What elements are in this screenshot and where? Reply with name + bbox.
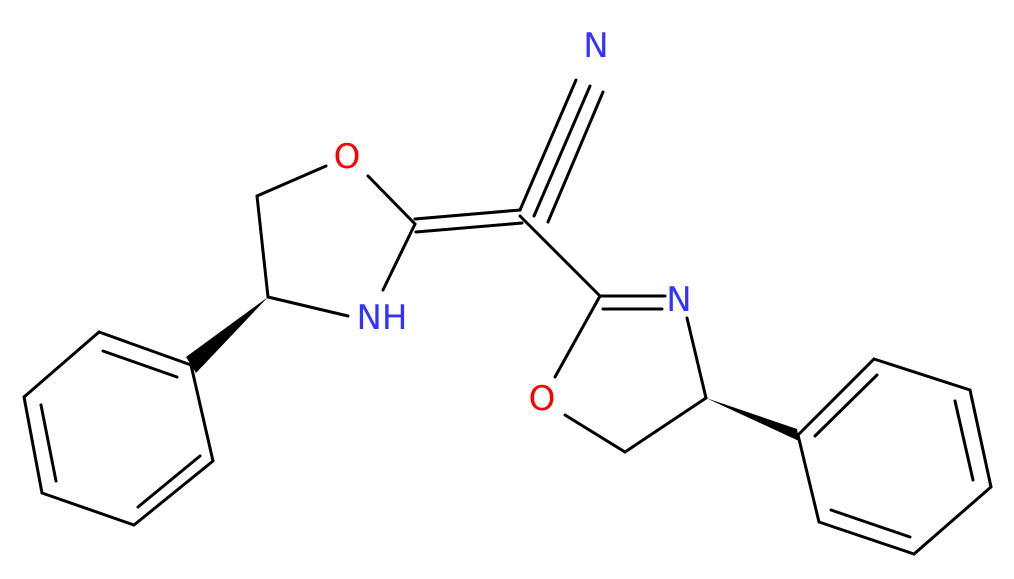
left-phenyl-bond-4 [40, 491, 136, 527]
right-ring-oxygen-label: O [529, 379, 556, 419]
right-ring-c4-c5-bond [623, 396, 708, 454]
right-ring-o-c2-bond [553, 294, 602, 379]
right-phenyl-inner-bond-1 [813, 373, 879, 438]
left-ring-c5-o-bond [255, 164, 328, 198]
center-to-right-ring-bond [518, 214, 602, 298]
left-ring-c2-nh-bond [381, 222, 417, 292]
left-phenyl-bond-6 [189, 363, 215, 463]
right-phenyl-bond-4 [912, 485, 993, 556]
left-ring-nh-label: NH [357, 298, 408, 338]
right-ring-c5-o-bond [563, 413, 627, 454]
right-phenyl-bond-1 [796, 357, 876, 437]
left-stereo-wedge-bond [186, 297, 268, 373]
atom-labels: N O NH N O [334, 26, 692, 419]
left-phenyl-inner-bond-3 [136, 454, 202, 509]
nitrile-triple-bond-1 [518, 78, 578, 212]
right-phenyl-bond-6 [796, 433, 821, 524]
nitrile-triple-bond-3 [546, 90, 605, 224]
nitrile-nitrogen-label: N [583, 26, 608, 66]
exocyclic-double-bond-2 [414, 221, 524, 234]
left-phenyl-bond-2 [22, 330, 101, 399]
bonds [22, 78, 993, 556]
right-phenyl-bond-2 [872, 357, 972, 392]
right-phenyl-inner-bond-2 [953, 399, 975, 482]
exocyclic-double-bond-1 [413, 208, 522, 221]
left-ring-c4-c5-bond [255, 194, 270, 299]
right-ring-nitrogen-label: N [666, 280, 691, 320]
left-phenyl-inner-bond-2 [39, 403, 58, 483]
left-phenyl-bond-5 [132, 459, 215, 527]
right-phenyl-inner-bond-3 [829, 508, 912, 539]
right-phenyl-bond-5 [817, 520, 916, 556]
left-ring-o-c2-bond [366, 174, 417, 226]
right-stereo-wedge-bond [706, 398, 799, 441]
left-phenyl-bond-1 [97, 330, 193, 367]
nitrile-triple-bond-2 [532, 84, 592, 218]
left-phenyl-inner-bond-1 [101, 349, 179, 379]
left-ring-nh-c4-bond [266, 295, 350, 318]
left-phenyl-bond-3 [22, 395, 44, 495]
left-ring-oxygen-label: O [334, 137, 361, 177]
right-ring-n-c4-bond [685, 316, 708, 400]
right-phenyl-bond-3 [968, 388, 993, 489]
